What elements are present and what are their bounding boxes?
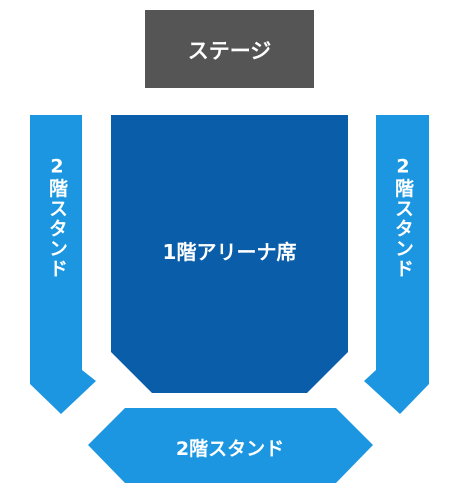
stand-left-area: 2階スタンド	[30, 115, 96, 414]
stage-block	[145, 10, 314, 88]
arena-seats-area: 1階アリーナ席	[111, 115, 348, 393]
arena-label: 1階アリーナ席	[163, 240, 297, 264]
stand-bottom-area: 2階スタンド	[88, 408, 373, 483]
stage-area: ステージ	[145, 10, 314, 88]
stand-left-block	[30, 115, 96, 414]
stand-bottom-block	[88, 408, 373, 483]
arena-block	[111, 115, 348, 393]
stand-bottom-label: 2階スタンド	[176, 438, 284, 460]
stage-label: ステージ	[188, 39, 272, 63]
stand-right-block	[364, 115, 429, 414]
stand-right-area: 2階スタンド	[364, 115, 429, 414]
stand-left-label: 2階スタンド	[46, 156, 68, 279]
stand-right-label: 2階スタンド	[392, 156, 414, 279]
